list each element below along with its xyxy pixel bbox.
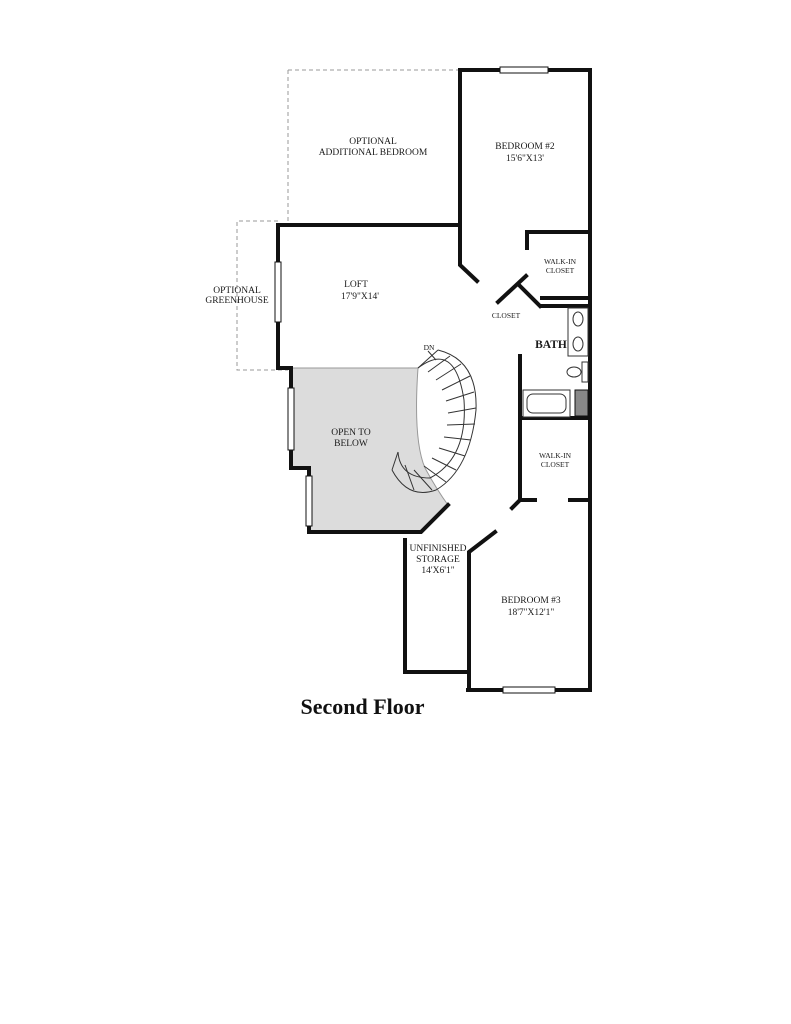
walkin-closet-top-label-1: WALK-IN	[544, 257, 577, 266]
storage-label-1: UNFINISHED	[410, 544, 467, 554]
bedroom3-name: BEDROOM #3	[501, 596, 561, 606]
open-to-below-label-2: BELOW	[334, 439, 368, 449]
walkin-closet-bottom-label-2: CLOSET	[541, 460, 570, 469]
storage-label-2: STORAGE	[416, 555, 460, 565]
stair-dn-label: DN	[424, 343, 435, 352]
bedroom2-dims: 15'6"X13'	[506, 154, 544, 164]
optional-bedroom-outline	[287, 69, 460, 225]
bedroom2-name: BEDROOM #2	[495, 142, 555, 152]
greenhouse-label-2: GREENHOUSE	[205, 296, 269, 306]
window-bedroom3	[502, 686, 556, 694]
walkin-closet-top-label-2: CLOSET	[546, 266, 575, 275]
storage-dims: 14'X6'1"	[421, 566, 454, 576]
loft-dims: 17'9"X14'	[341, 292, 379, 302]
loft-name: LOFT	[344, 280, 368, 290]
floor-title: Second Floor	[300, 694, 425, 719]
optional-bedroom-label-2: ADDITIONAL BEDROOM	[319, 148, 428, 158]
bath-label: BATH	[535, 339, 567, 351]
bedroom3-dims: 18'7"X12'1"	[508, 608, 555, 618]
optional-bedroom-label-1: OPTIONAL	[349, 137, 397, 147]
window-loft	[274, 261, 282, 323]
window-bedroom2	[499, 66, 549, 74]
open-to-below-label-1: OPEN TO	[331, 428, 371, 438]
bath-fixtures	[522, 307, 589, 418]
walkin-closet-bottom-label-1: WALK-IN	[539, 451, 572, 460]
curved-staircase	[391, 349, 477, 493]
closet-label: CLOSET	[492, 311, 521, 320]
window-open-below	[287, 387, 295, 451]
open-to-below-area	[290, 367, 449, 533]
window-open-below-lower	[305, 475, 313, 527]
walls	[276, 68, 592, 692]
optional-greenhouse-outline	[236, 220, 288, 371]
greenhouse-label-1: OPTIONAL	[213, 286, 261, 296]
